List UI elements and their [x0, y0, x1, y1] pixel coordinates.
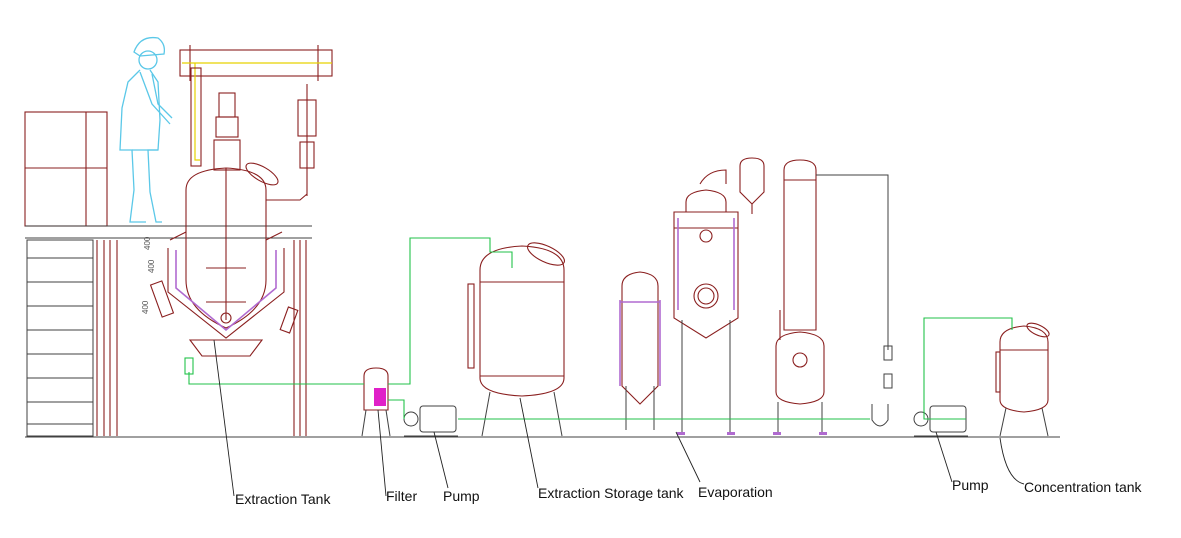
dimension-mark-2: 400: [147, 259, 156, 273]
process-pipes: [188, 237, 1013, 420]
condenser: [179, 45, 333, 167]
label-pump-2: Pump: [952, 477, 989, 493]
evaporation-unit: [619, 157, 893, 435]
label-filter: Filter: [386, 488, 418, 504]
label-extraction-storage-tank: Extraction Storage tank: [538, 485, 684, 501]
pump-1: [403, 405, 458, 437]
worker-figure: [119, 36, 173, 223]
label-concentration-tank: Concentration tank: [1024, 479, 1142, 495]
extraction-storage-tank: [467, 242, 565, 437]
dimension-mark-3: 400: [141, 300, 150, 314]
pump-2: [913, 405, 968, 437]
agitator-motor: [213, 92, 241, 171]
leader-lines: [213, 339, 1025, 497]
filter: [361, 367, 391, 437]
label-extraction-tank: Extraction Tank: [235, 491, 331, 507]
extraction-tank: 400 400 400: [141, 84, 317, 375]
dimension-mark-1: 400: [143, 236, 152, 250]
label-evaporation: Evaporation: [698, 484, 773, 500]
label-pump-1: Pump: [443, 488, 480, 504]
platform-railing: [24, 111, 312, 437]
concentration-tank: [995, 322, 1050, 437]
